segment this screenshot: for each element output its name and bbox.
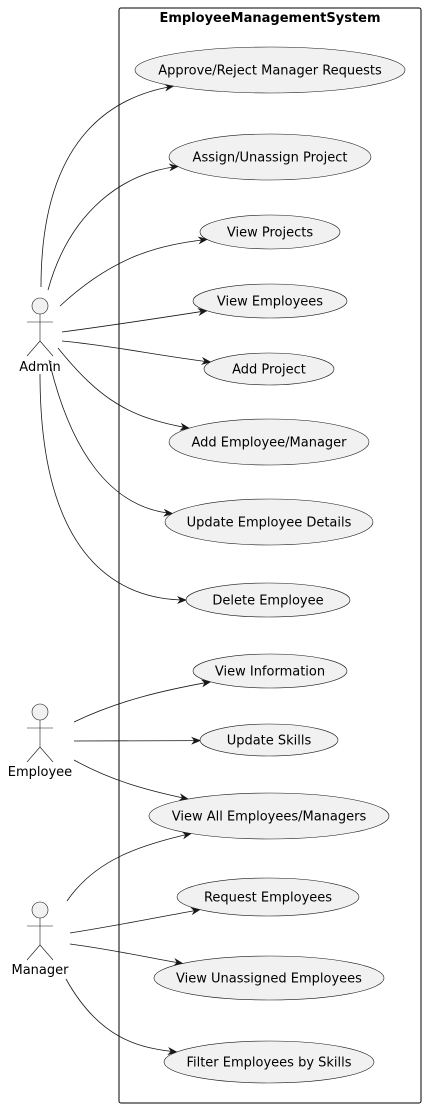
use-case-update: Update Employee Details [164, 498, 374, 546]
use-case-label: View All Employees/Managers [172, 810, 367, 825]
use-case-label: Request Employees [204, 891, 332, 906]
actor-label: Manager [12, 963, 70, 978]
actor-left-leg [26, 340, 41, 357]
use-case-viewinfo: View Information [192, 653, 348, 689]
association-manager-to-unassigned [69, 943, 184, 966]
use-case-delete: Delete Employee [185, 582, 351, 618]
association-admin-to-assign [47, 163, 179, 291]
actor-right-leg [39, 746, 54, 763]
use-cases: Approve/Reject Manager RequestsAssign/Un… [134, 46, 406, 1084]
use-case-viewprojects: View Projects [199, 214, 341, 250]
use-case-assign: Assign/Unassign Project [168, 133, 372, 181]
use-case-label: Update Employee Details [187, 516, 352, 531]
use-case-ellipse [185, 582, 351, 618]
association-manager-to-viewall [66, 831, 193, 902]
use-case-ellipse [203, 352, 335, 386]
use-case-label: View Unassigned Employees [176, 972, 362, 987]
use-case-ellipse [192, 283, 348, 319]
use-case-viewemployees: View Employees [192, 283, 348, 319]
use-case-label: View Projects [227, 226, 313, 241]
use-case-ellipse [168, 418, 370, 466]
use-case-label: Add Employee/Manager [191, 436, 347, 451]
association-admin-to-approve [40, 83, 175, 288]
use-case-approve: Approve/Reject Manager Requests [134, 46, 406, 94]
actor-head [31, 901, 49, 919]
use-case-ellipse [164, 498, 374, 546]
use-case-unassigned: View Unassigned Employees [153, 955, 385, 1001]
actor-manager: Manager [12, 901, 70, 978]
association-employee-to-viewinfo [73, 679, 212, 723]
use-case-ellipse [148, 792, 390, 840]
use-case-label: View Information [215, 665, 325, 680]
system-boundary-rect [118, 7, 422, 1104]
association-manager-to-filter [65, 978, 178, 1056]
use-case-label: Assign/Unassign Project [193, 151, 348, 166]
system-title: EmployeeManagementSystem [159, 11, 380, 26]
use-case-ellipse [199, 723, 339, 757]
association-admin-to-update [48, 359, 174, 517]
use-case-addproject: Add Project [203, 352, 335, 386]
actor-employee: Employee [8, 703, 72, 780]
actor-left-leg [26, 944, 41, 961]
actor-head [31, 703, 49, 721]
use-case-label: Add Project [232, 363, 306, 378]
actor-head [31, 297, 49, 315]
association-employee-to-viewall [73, 759, 189, 802]
actor-right-leg [39, 340, 54, 357]
association-manager-to-request [69, 907, 201, 934]
use-case-ellipse [134, 46, 406, 94]
use-case-label: Approve/Reject Manager Requests [158, 64, 382, 79]
actor-label: Employee [8, 765, 72, 780]
association-admin-to-viewemployees [61, 308, 208, 333]
associations [39, 83, 212, 1056]
association-admin-to-addproject [61, 340, 212, 365]
use-case-label: Update Skills [227, 734, 312, 749]
use-case-label: Filter Employees by Skills [186, 1056, 351, 1071]
use-case-ellipse [176, 877, 360, 917]
association-admin-to-addemp [57, 347, 190, 431]
use-case-label: Delete Employee [212, 594, 323, 609]
use-case-ellipse [192, 653, 348, 689]
association-admin-to-viewprojects [59, 236, 209, 307]
use-case-ellipse [199, 214, 341, 250]
association-admin-to-delete [39, 373, 187, 604]
use-case-filter: Filter Employees by Skills [163, 1040, 375, 1084]
use-case-ellipse [153, 955, 385, 1001]
actor-label: Admin [19, 360, 60, 375]
use-case-updateskills: Update Skills [199, 723, 339, 757]
use-case-viewall: View All Employees/Managers [148, 792, 390, 840]
actor-left-leg [26, 746, 41, 763]
use-case-addemp: Add Employee/Manager [168, 418, 370, 466]
actor-right-leg [39, 944, 54, 961]
system-boundary: EmployeeManagementSystem [118, 7, 422, 1104]
use-case-label: View Employees [217, 295, 323, 310]
use-case-ellipse [168, 133, 372, 181]
use-case-ellipse [163, 1040, 375, 1084]
use-case-request: Request Employees [176, 877, 360, 917]
actor-admin: Admin [19, 297, 61, 375]
